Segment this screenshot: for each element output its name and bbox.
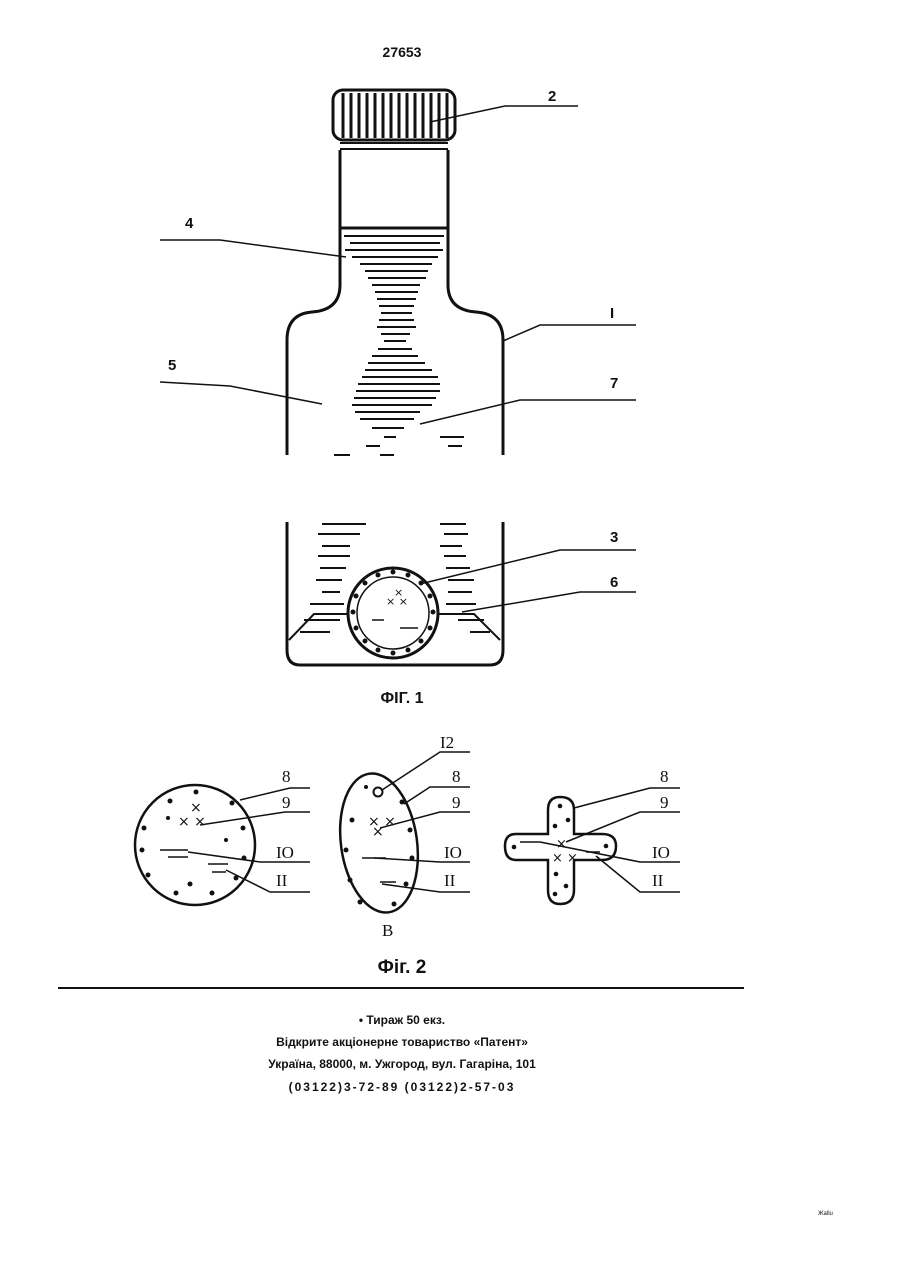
imprint-phones: (03122)3-72-89 (03122)2-57-03 xyxy=(0,1080,804,1094)
label-3: 3 xyxy=(610,529,618,546)
fig2-a-label-10: IO xyxy=(276,843,294,862)
fig2-c-label-11: II xyxy=(652,871,664,890)
fig2-b-label-12: I2 xyxy=(440,733,454,752)
label-5: 5 xyxy=(168,357,176,374)
fig2-b-label-8: 8 xyxy=(452,767,461,786)
bottle-cap xyxy=(333,90,455,149)
bottle-bottom: × × × xyxy=(287,522,503,665)
fig2-a-label-9: 9 xyxy=(282,793,291,812)
figure-1-drawing: 2 4 I 5 7 × × × xyxy=(0,0,900,1000)
imprint-address: Україна, 88000, м. Ужгород, вул. Гагарін… xyxy=(0,1057,804,1071)
corner-mark: Жallu xyxy=(818,1211,833,1217)
fig2-b-label-11: II xyxy=(444,871,456,890)
imprint-circulation: • Тираж 50 екз. xyxy=(0,1013,804,1027)
label-7: 7 xyxy=(610,375,618,392)
fig2-c-label-8: 8 xyxy=(660,767,669,786)
imprint-company: Відкрите акціонерне товариство «Патент» xyxy=(0,1035,804,1049)
fig2-b-label-10: IO xyxy=(444,843,462,862)
svg-text:× ×: × × xyxy=(552,851,578,866)
svg-text:×: × xyxy=(190,800,202,816)
figure-2-cross: × × × xyxy=(505,797,616,904)
liquid-hatching xyxy=(334,236,464,455)
figure-2-ellipse: × × × xyxy=(332,768,427,917)
fig2-b-label-B: B xyxy=(382,921,393,940)
figure-2-circle: × × × xyxy=(135,785,255,905)
svg-text:×: × xyxy=(372,824,384,840)
fig2-c-label-10: IO xyxy=(652,843,670,862)
fig2-a-label-8: 8 xyxy=(282,767,291,786)
svg-text:×: × xyxy=(394,586,403,599)
label-I: I xyxy=(610,305,614,322)
bottle-outline xyxy=(287,150,503,455)
divider xyxy=(58,987,744,989)
label-6: 6 xyxy=(610,574,618,591)
figure-1-caption: ФІГ. 1 xyxy=(0,690,804,708)
svg-text:×: × xyxy=(556,837,567,852)
fig2-b-label-9: 9 xyxy=(452,793,461,812)
figure-2-caption: Фіг. 2 xyxy=(0,957,804,979)
fig2-c-label-9: 9 xyxy=(660,793,669,812)
fig2-a-label-11: II xyxy=(276,871,288,890)
svg-text:× ×: × × xyxy=(178,814,206,830)
label-4: 4 xyxy=(185,215,194,232)
label-2: 2 xyxy=(548,88,556,105)
